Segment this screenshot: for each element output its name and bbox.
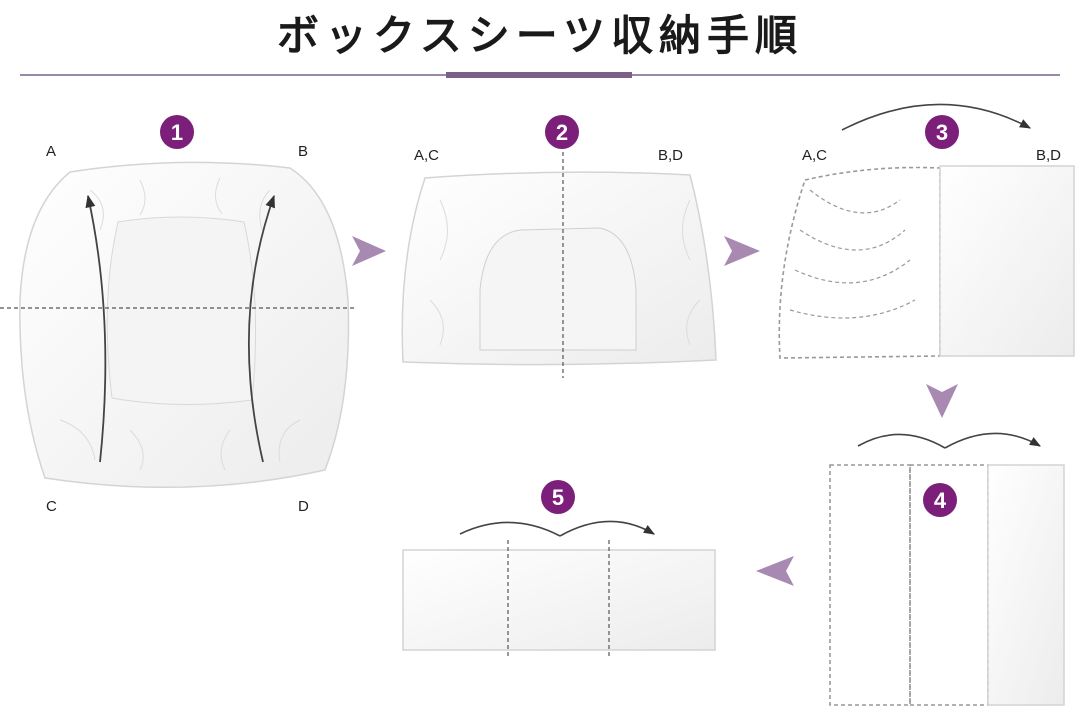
fold-arrow-right: [247, 194, 275, 463]
folded-strip: [987, 464, 1065, 706]
step-3-number: 3: [936, 120, 948, 145]
step-5-number: 5: [552, 485, 564, 510]
next-arrow-1: [352, 236, 386, 266]
step-4-badge: [923, 483, 957, 517]
next-arrow-4: [756, 556, 794, 586]
corner-label-c: C: [46, 498, 57, 515]
sheet-gathers-2: [429, 199, 701, 346]
sheet-gathers: [59, 177, 301, 471]
fold-over-arrow-4b: [944, 432, 1041, 449]
step-4-number: 4: [934, 488, 947, 513]
sheet-inner-panel: [106, 216, 257, 406]
fold-over-arrow-5a: [459, 521, 561, 537]
fold-over-arrow-4a: [857, 433, 946, 449]
step-4: 4: [829, 432, 1065, 706]
fold-outline-left: [829, 464, 911, 706]
step-5-badge: [541, 480, 575, 514]
step-1-number: 1: [171, 120, 183, 145]
folded-pleats: [789, 189, 916, 319]
step-2-number: 2: [556, 120, 568, 145]
folded-away-outline: [778, 166, 941, 359]
fold-arrow-left: [85, 194, 107, 463]
step-3-label-right: B,D: [1036, 147, 1061, 164]
page-title: ボックスシーツ収納手順: [277, 11, 803, 60]
fold-over-arrow-5b: [559, 520, 655, 537]
step-3: 3 A,C B,D: [778, 103, 1075, 359]
header-rule-accent: [446, 72, 632, 78]
step-1-badge: [160, 115, 194, 149]
folded-strip-long: [402, 549, 716, 651]
step-3-label-left: A,C: [802, 147, 827, 164]
step-5: 5: [402, 480, 716, 658]
corner-label-d: D: [298, 498, 309, 515]
next-arrow-2: [724, 236, 760, 266]
corner-label-b: B: [298, 143, 308, 160]
step-2-label-left: A,C: [414, 147, 439, 164]
corner-label-a: A: [46, 143, 56, 160]
folded-sheet-panel: [939, 165, 1075, 357]
step-2-badge: [545, 115, 579, 149]
step-2: 2 A,C B,D: [401, 115, 717, 378]
fold-over-arrow-3: [841, 103, 1031, 131]
step-3-badge: [925, 115, 959, 149]
sheet-pocket: [479, 227, 637, 351]
step-1: 1 A B C D: [0, 115, 355, 515]
step-2-label-right: B,D: [658, 147, 683, 164]
next-arrow-3: [926, 384, 958, 418]
